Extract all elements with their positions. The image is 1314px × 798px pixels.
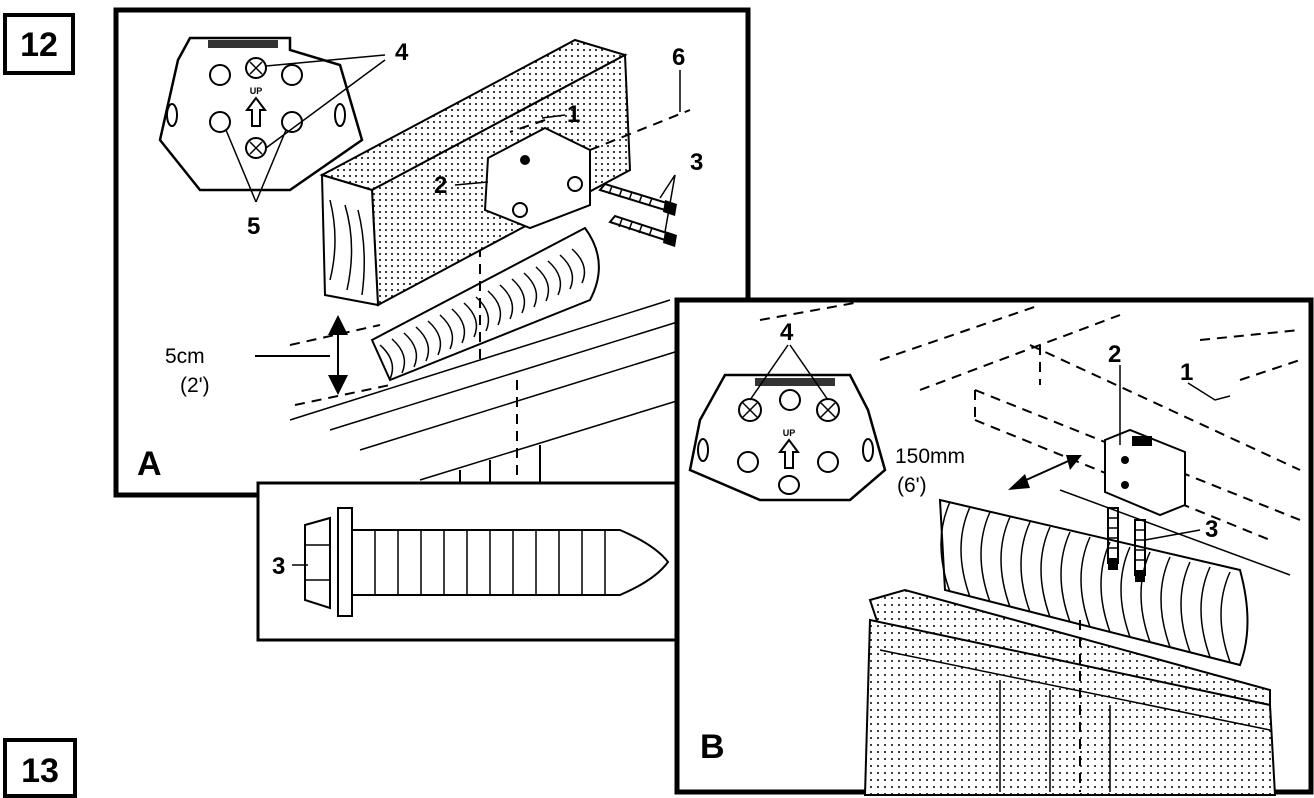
lag-screws-a <box>598 182 677 247</box>
callout-5-a: 5 <box>247 213 260 240</box>
leader-2-a <box>454 181 489 186</box>
mounting-bracket-a <box>483 126 591 230</box>
extension-line-6 <box>589 109 691 151</box>
callout-1-a: 1 <box>567 101 580 128</box>
callout-3-screw: 3 <box>272 553 285 580</box>
lag-screw-drawing <box>304 507 670 617</box>
offset-dimension-arrow <box>1008 455 1082 490</box>
figure-12-label-box: 12 <box>3 13 75 75</box>
bracket-up-text-a: UP <box>250 86 263 96</box>
offset-metric: 150mm <box>895 445 965 468</box>
offset-imperial: (6') <box>897 474 927 497</box>
spring-coil <box>370 226 600 382</box>
clearance-imperial: (2') <box>180 374 210 397</box>
callout-6-a: 6 <box>672 44 685 71</box>
leader-1-b <box>1187 382 1231 401</box>
figure-13-label-box: 13 <box>3 738 77 798</box>
figure-13-number: 13 <box>21 752 59 790</box>
clearance-metric: 5cm <box>165 345 205 368</box>
header-block-b <box>863 588 1277 796</box>
screw-detail-inset: 3 <box>256 481 692 642</box>
leader-3-a-upper <box>659 174 676 199</box>
leader-3-b <box>1144 529 1201 541</box>
callout-4-a: 4 <box>395 39 409 66</box>
panel-a-letter: A <box>137 445 162 483</box>
leader-3-a-lower <box>664 174 676 233</box>
bracket-inset-b: UP <box>688 344 887 502</box>
callout-2-a: 2 <box>434 172 447 199</box>
bracket-inset-a: UP <box>158 36 386 203</box>
dimension-extension-top <box>289 324 381 346</box>
callout-1-b: 1 <box>1180 359 1193 386</box>
panel-b: 150mm (6') UP 4 2 1 3 B <box>674 297 1314 796</box>
panel-a: 5cm (2') UP 1 2 <box>113 7 751 498</box>
mounting-bracket-b <box>1104 428 1186 517</box>
callout-3-b: 3 <box>1205 516 1218 543</box>
panel-b-letter: B <box>700 728 725 766</box>
callout-4-b: 4 <box>780 319 794 346</box>
callout-3-a: 3 <box>690 149 703 176</box>
extension-line-1 <box>509 119 546 133</box>
figure-12-number: 12 <box>20 26 58 64</box>
leader-1-a <box>541 114 566 119</box>
bracket-up-text-b: UP <box>783 428 796 438</box>
clearance-dimension-arrow <box>255 315 348 395</box>
callout-2-b: 2 <box>1108 341 1121 368</box>
spring-coil-b <box>938 489 1291 667</box>
